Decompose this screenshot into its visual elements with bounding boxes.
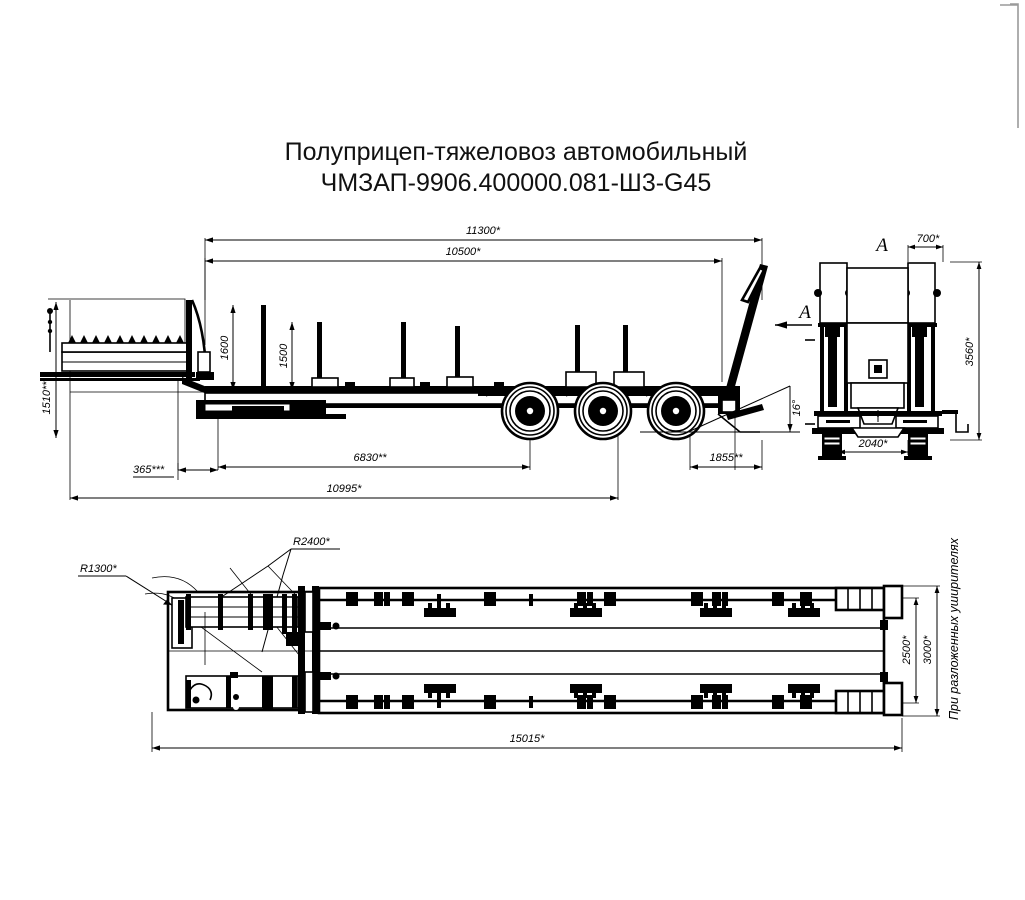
plan-pockets-upper bbox=[346, 592, 812, 606]
plan-view-group: R1300* R2400* bbox=[78, 536, 961, 752]
dim-deck-width-extended: 3000* bbox=[902, 585, 940, 717]
dim-label-ramp-angle: 16° bbox=[791, 399, 803, 416]
dim-kingpin-offset: 365*** bbox=[133, 463, 218, 478]
dim-overall-deck-upper: 11300* bbox=[205, 225, 762, 243]
dim-label-365: 365*** bbox=[133, 464, 165, 476]
plan-lashing-upper bbox=[424, 603, 820, 617]
front-elevation-group: A 700* 3560* bbox=[805, 233, 982, 460]
kingpin-plate bbox=[40, 299, 214, 396]
dim-gooseneck-height: 1510** bbox=[41, 302, 59, 438]
deck-perforation bbox=[232, 406, 284, 412]
dim-label-1600: 1600 bbox=[219, 335, 231, 360]
dim-wheelbase: 6830** bbox=[218, 452, 530, 470]
plan-gooseneck bbox=[166, 590, 318, 712]
dim-rear-overhang: 1855** bbox=[690, 440, 763, 470]
side-elevation-group: 11300* 10500* 1600 1500 bbox=[40, 225, 812, 501]
stanchion-posts bbox=[261, 305, 628, 387]
dim-label-15015: 15015* bbox=[510, 733, 546, 745]
dim-label-3560: 3560* bbox=[964, 337, 976, 366]
rear-ramp-assembly: 16° bbox=[640, 264, 803, 433]
dim-label-1500: 1500 bbox=[278, 343, 290, 368]
dim-label-6830: 6830** bbox=[353, 452, 387, 464]
plan-note-text: При разложенных уширителях bbox=[947, 537, 961, 720]
dim-overall-length-side: 10995* bbox=[70, 483, 618, 501]
dim-label-r2400: R2400* bbox=[293, 536, 330, 548]
platform-teeth bbox=[68, 335, 184, 343]
dim-label-3000: 3000* bbox=[922, 635, 934, 664]
dim-label-r1300: R1300* bbox=[80, 563, 117, 575]
deck-fittings bbox=[311, 371, 645, 388]
dim-post-height-rear: 1500 bbox=[278, 322, 295, 390]
wheel-group bbox=[500, 381, 706, 441]
plan-rear-ramps bbox=[834, 584, 904, 717]
gooseneck-front-platform bbox=[47, 298, 188, 372]
leader-r1300: R1300* bbox=[78, 563, 173, 606]
dim-track-width: 2040* bbox=[837, 438, 909, 455]
drawing-title-line1: Полуприцеп-тяжеловоз автомобильный bbox=[285, 138, 748, 166]
dim-label-2500: 2500* bbox=[901, 635, 913, 665]
dim-label-1510: 1510** bbox=[41, 381, 53, 415]
dim-overall-length-plan: 15015* bbox=[151, 712, 903, 752]
dim-label-10995: 10995* bbox=[327, 483, 363, 495]
sheet-frame-corner bbox=[1010, 3, 1019, 128]
plan-pockets-lower bbox=[346, 695, 812, 709]
front-body bbox=[846, 267, 909, 425]
dim-label-1855: 1855** bbox=[709, 452, 743, 464]
dim-label-2040: 2040* bbox=[858, 438, 888, 450]
wheel-axle-2 bbox=[573, 381, 633, 441]
plan-lashing-lower bbox=[424, 684, 820, 698]
dim-post-height-front: 1600 bbox=[219, 305, 236, 390]
section-arrow-label: A bbox=[797, 302, 811, 323]
dim-stanchion-width: 700* bbox=[907, 233, 944, 262]
plan-main-deck bbox=[317, 586, 886, 715]
dim-overall-height: 3560* bbox=[950, 261, 982, 441]
dim-deck-width: 2500* bbox=[901, 597, 919, 704]
dim-label-11300: 11300* bbox=[466, 225, 501, 237]
section-arrow-a: A bbox=[775, 302, 812, 329]
dim-deck-length: 10500* bbox=[205, 246, 722, 264]
wheel-axle-1 bbox=[500, 381, 560, 441]
dim-label-700: 700* bbox=[917, 233, 940, 245]
plan-side-eyes bbox=[319, 622, 340, 680]
dim-label-10500: 10500* bbox=[446, 246, 482, 258]
front-running-gear bbox=[805, 339, 969, 460]
drawing-title-line2: ЧМЗАП-9906.400000.081-Ш3-G45 bbox=[321, 169, 712, 197]
plan-neck-connector bbox=[263, 586, 319, 714]
wheel-axle-3 bbox=[646, 381, 706, 441]
section-view-label: A bbox=[874, 235, 888, 256]
